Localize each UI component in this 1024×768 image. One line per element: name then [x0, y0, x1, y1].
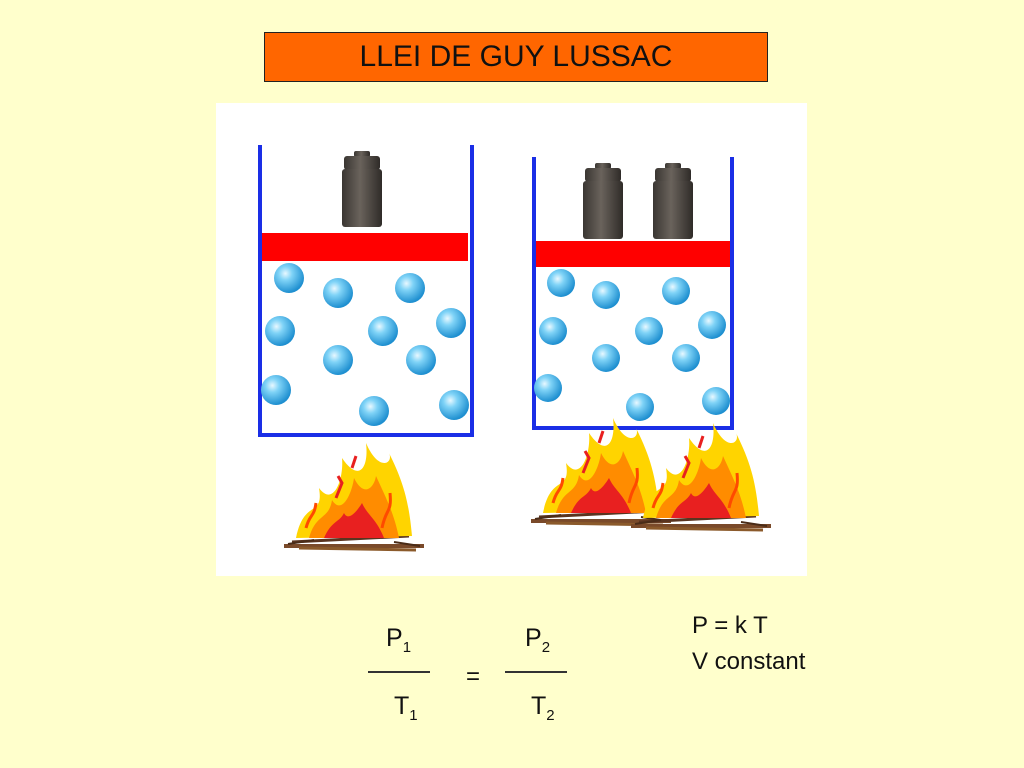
gas-particle-icon [592, 344, 620, 372]
weight-icon [583, 163, 623, 239]
gas-particle-icon [261, 375, 291, 405]
gas-particle-icon [274, 263, 304, 293]
fraction-bar-right [505, 671, 567, 673]
gas-particle-icon [592, 281, 620, 309]
gas-particle-icon [702, 387, 730, 415]
container-left [258, 145, 474, 437]
numerator-right: P2 [525, 624, 551, 656]
gas-particle-icon [368, 316, 398, 346]
law-statement: P = k T V constant [692, 608, 805, 680]
gas-particle-icon [395, 273, 425, 303]
weight-icon [342, 151, 382, 227]
gas-particle-icon [547, 269, 575, 297]
illustration [216, 103, 807, 576]
gas-particle-icon [662, 277, 690, 305]
gas-particle-icon [323, 345, 353, 375]
law-condition: V constant [692, 648, 806, 675]
gas-particle-icon [698, 311, 726, 339]
fraction-bar-left [368, 671, 430, 673]
title-box: LLEI DE GUY LUSSAC [264, 32, 768, 82]
denominator-left: T1 [394, 692, 418, 724]
gas-particle-icon [359, 396, 389, 426]
container-right [532, 157, 734, 430]
piston-left [258, 233, 468, 261]
weight-icon [653, 163, 693, 239]
gas-particle-icon [265, 316, 295, 346]
gas-particles-right [534, 269, 730, 421]
piston-right [532, 241, 730, 267]
law-equation: P = k T [692, 612, 768, 639]
container-walls-right [532, 157, 734, 430]
gas-particle-icon [635, 317, 663, 345]
gas-particle-icon [406, 345, 436, 375]
equals-sign: = [466, 663, 481, 690]
gas-particle-icon [323, 278, 353, 308]
container-walls-left [258, 145, 474, 437]
gas-particle-icon [439, 390, 469, 420]
gas-particle-icon [436, 308, 466, 338]
denominator-right: T2 [531, 692, 555, 724]
numerator-left: P1 [386, 624, 412, 656]
gas-particle-icon [539, 317, 567, 345]
gas-particle-icon [534, 374, 562, 402]
gas-particle-icon [672, 344, 700, 372]
page-title: LLEI DE GUY LUSSAC [359, 40, 673, 73]
gas-particle-icon [626, 393, 654, 421]
gas-particles-left [261, 263, 469, 426]
